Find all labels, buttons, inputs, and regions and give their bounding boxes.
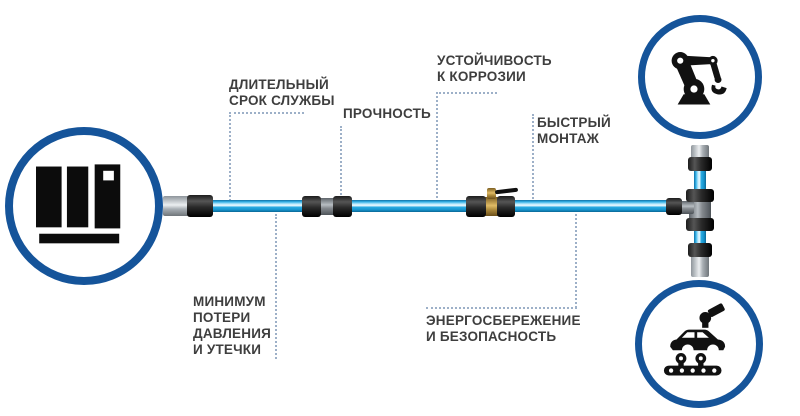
coupling-nut-right <box>333 196 352 217</box>
compressor-icon <box>36 164 121 244</box>
label-line: СРОК СЛУЖБЫ <box>229 93 335 108</box>
tee-fitting-body <box>689 200 711 221</box>
coupling-nut-left <box>302 196 321 217</box>
connector-corrosion-h <box>436 92 497 94</box>
main-air-pipe <box>170 200 682 212</box>
ball-valve-body <box>483 197 500 216</box>
label-long-service-life: ДЛИТЕЛЬНЫЙ СРОК СЛУЖБЫ <box>229 77 335 109</box>
label-line: К КОРРОЗИИ <box>437 69 526 84</box>
tee-nut-top <box>686 189 714 202</box>
tee-fitting-arm <box>678 201 694 214</box>
branch-nut-bottom <box>688 243 712 257</box>
connector-strength-v <box>340 126 342 202</box>
connector-quick-install-v <box>532 114 534 202</box>
label-line: УСТОЙЧИВОСТЬ <box>437 53 552 68</box>
tee-nut-bottom <box>686 218 714 231</box>
valve-lever-handle <box>494 187 519 195</box>
label-minimum-pressure-loss: МИНИМУМ ПОТЕРИ ДАВЛЕНИЯ И УТЕЧКИ <box>193 294 271 358</box>
label-line: МОНТАЖ <box>537 131 600 146</box>
connector-min-loss-v <box>275 214 277 359</box>
assembly-inlet-fitting <box>691 255 709 277</box>
connector-energy-v <box>575 214 577 308</box>
compressor-outlet-fitting <box>163 196 189 216</box>
label-line: И БЕЗОПАСНОСТЬ <box>426 329 557 344</box>
branch-pipe-top <box>694 168 706 194</box>
label-line: ПОТЕРИ <box>193 310 251 325</box>
connector-corrosion-v <box>436 92 438 202</box>
robot-node <box>638 15 762 139</box>
label-energy-saving-safety: ЭНЕРГОСБЕРЕЖЕНИЕ И БЕЗОПАСНОСТЬ <box>426 313 581 345</box>
label-strength: ПРОЧНОСТЬ <box>343 106 431 122</box>
label-line: ЭНЕРГОСБЕРЕЖЕНИЕ <box>426 313 581 328</box>
connector-long-life-h <box>229 112 304 114</box>
label-line: И УТЕЧКИ <box>193 342 262 357</box>
label-quick-installation: БЫСТРЫЙ МОНТАЖ <box>537 115 611 147</box>
branch-nut-top <box>688 157 712 171</box>
assembly-node <box>635 280 763 408</box>
compressor-outlet-nut <box>187 195 213 217</box>
robot-arm-icon <box>671 52 727 105</box>
label-line: ПРОЧНОСТЬ <box>343 106 431 121</box>
coupling-body <box>318 198 336 215</box>
robot-inlet-fitting <box>691 145 709 160</box>
compressor-node <box>5 127 163 285</box>
valve-stem <box>487 188 496 199</box>
label-line: ДАВЛЕНИЯ <box>193 326 272 341</box>
valve-nut-left <box>466 196 486 217</box>
connector-long-life-v <box>229 112 231 201</box>
label-line: БЫСТРЫЙ <box>537 115 611 130</box>
label-line: МИНИМУМ <box>193 294 266 309</box>
valve-nut-right <box>497 196 515 217</box>
tee-nut-left <box>666 198 682 215</box>
label-line: ДЛИТЕЛЬНЫЙ <box>229 77 329 92</box>
car-assembly-line-icon <box>663 303 726 376</box>
label-corrosion-resistance: УСТОЙЧИВОСТЬ К КОРРОЗИИ <box>437 53 552 85</box>
connector-energy-h <box>426 307 577 309</box>
